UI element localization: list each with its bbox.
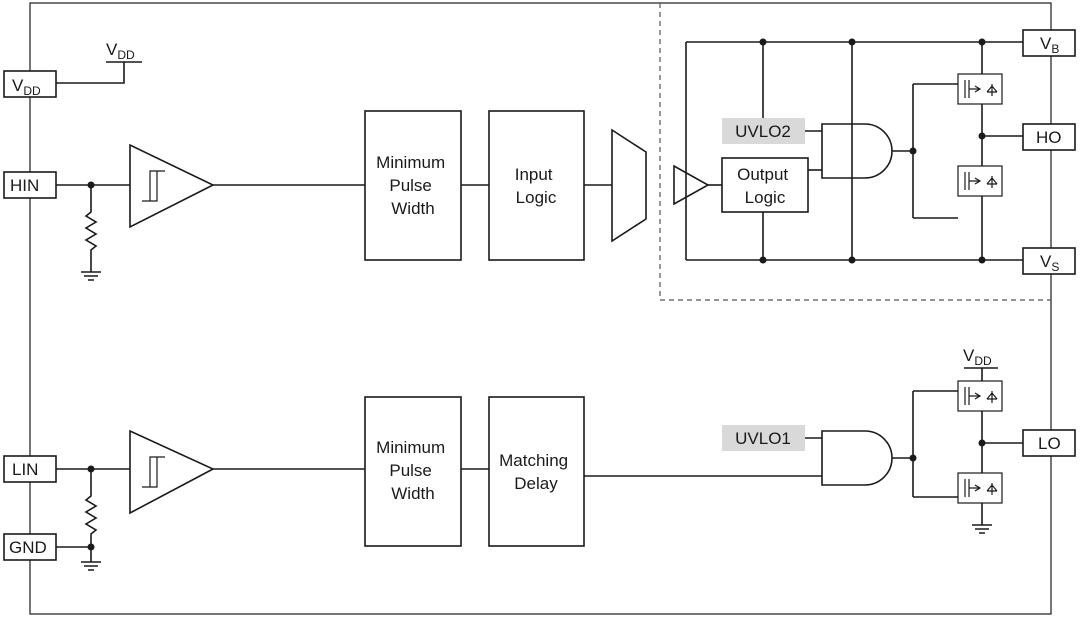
lin-ground-symbol bbox=[81, 561, 101, 571]
lin-pulldown-resistor bbox=[84, 469, 98, 547]
high-side-bottom-mosfet bbox=[957, 136, 1003, 260]
mpw-high-block bbox=[364, 110, 462, 261]
vb-junction-1 bbox=[759, 38, 767, 46]
high-side-input-buffer bbox=[673, 164, 710, 206]
level-shifter bbox=[611, 128, 647, 243]
input-logic-label: Input Logic bbox=[515, 165, 558, 207]
output-logic-label: Output Logic bbox=[737, 165, 793, 207]
lin-pin-label: LIN bbox=[12, 460, 38, 479]
hin-pin-label: HIN bbox=[10, 176, 39, 195]
vs-pin-box bbox=[1022, 247, 1076, 275]
matching-delay-label: Matching Delay bbox=[499, 451, 573, 493]
vdd-supply-label: VDD bbox=[106, 40, 135, 62]
vs-junction-2 bbox=[848, 256, 856, 264]
vdd-pin-label: VDD bbox=[12, 76, 41, 98]
uvlo1-label: UVLO1 bbox=[735, 429, 791, 448]
mpw-high-label: Minimum Pulse Width bbox=[376, 153, 450, 218]
gnd-pin-box bbox=[3, 533, 57, 561]
vb-pin-box bbox=[1022, 29, 1076, 57]
mpw-low-block bbox=[364, 396, 462, 547]
ho-pin-label: HO bbox=[1036, 128, 1062, 147]
low-side-ground-symbol bbox=[972, 524, 992, 534]
hin-ground-symbol bbox=[81, 271, 101, 281]
uvlo1-box bbox=[722, 425, 805, 451]
lin-hysteresis-symbol bbox=[142, 456, 165, 488]
low-side-top-mosfet bbox=[957, 368, 1003, 443]
vdd-pin-box bbox=[3, 70, 57, 98]
hin-pulldown-resistor bbox=[84, 185, 98, 272]
gnd-pin-label: GND bbox=[9, 538, 47, 557]
vs-pin-label: VS bbox=[1040, 252, 1059, 274]
lin-pin-box bbox=[3, 455, 57, 483]
uvlo2-box bbox=[722, 118, 805, 144]
hin-pin-box bbox=[3, 171, 57, 199]
lin-schmitt-buffer bbox=[129, 429, 215, 515]
mpw-low-label: Minimum Pulse Width bbox=[376, 438, 450, 503]
vdd-wire bbox=[56, 62, 125, 84]
hin-schmitt-buffer bbox=[129, 143, 215, 229]
high-side-and-gate bbox=[821, 123, 893, 179]
output-logic-block bbox=[721, 157, 809, 213]
low-side-and-gate bbox=[821, 430, 893, 486]
vb-pin-label: VB bbox=[1040, 34, 1059, 56]
high-side-region-border bbox=[659, 3, 1051, 301]
vs-junction-1 bbox=[759, 256, 767, 264]
input-logic-block bbox=[488, 110, 585, 261]
vb-junction-2 bbox=[848, 38, 856, 46]
uvlo2-label: UVLO2 bbox=[735, 122, 791, 141]
lo-pin-label: LO bbox=[1038, 434, 1061, 453]
lo-pin-box bbox=[1022, 429, 1076, 457]
vdd-low-label: VDD bbox=[963, 346, 992, 368]
ho-pin-box bbox=[1022, 123, 1076, 151]
high-side-top-mosfet bbox=[957, 42, 1003, 136]
chip-outline bbox=[29, 2, 1052, 615]
low-side-bottom-mosfet bbox=[957, 443, 1003, 525]
matching-delay-block bbox=[488, 396, 585, 547]
hin-hysteresis-symbol bbox=[142, 170, 165, 202]
